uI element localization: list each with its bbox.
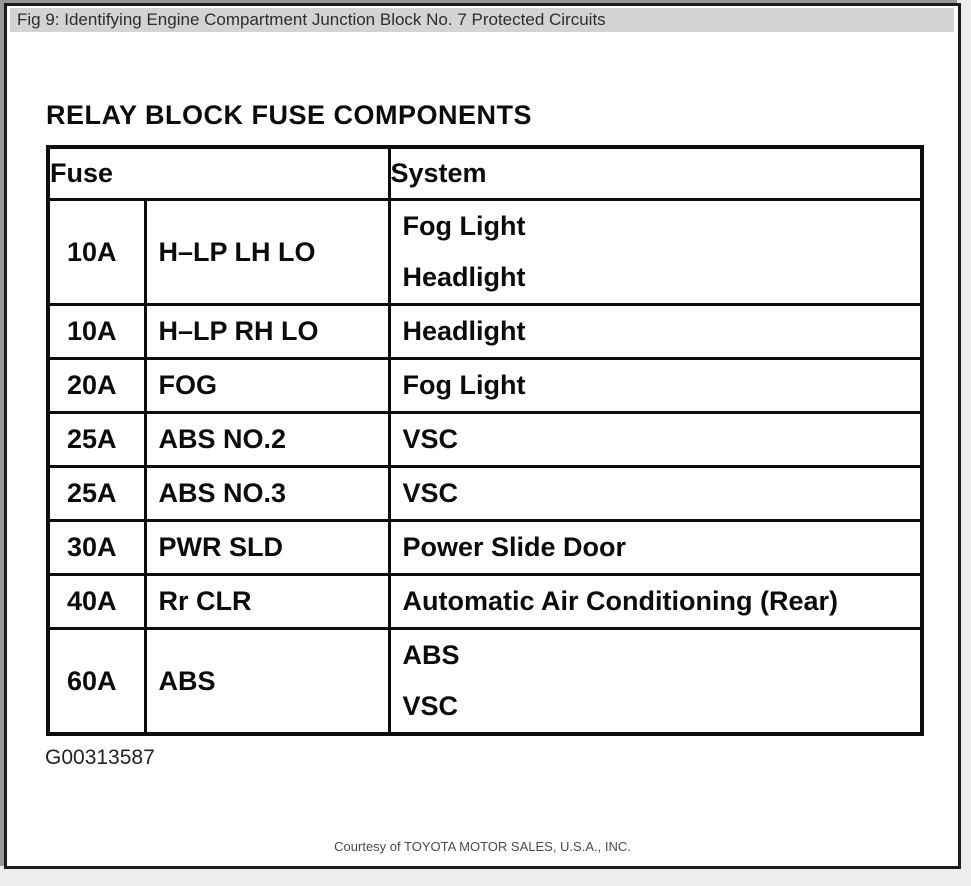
fuse-amperage-cell: 25A	[46, 465, 147, 522]
fuse-column-header: Fuse	[46, 145, 391, 201]
fuse-amperage-cell: 10A	[46, 303, 147, 360]
fuse-name-cell: PWR SLD	[143, 519, 391, 576]
fuse-name-cell: ABS	[143, 627, 391, 736]
fuse-amperage-cell: 20A	[46, 357, 147, 414]
fuse-name-cell: H–LP RH LO	[143, 303, 391, 360]
system-cell: Automatic Air Conditioning (Rear)	[387, 573, 924, 630]
figure-id: G00313587	[45, 746, 155, 769]
courtesy-line: Courtesy of TOYOTA MOTOR SALES, U.S.A., …	[334, 839, 631, 854]
system-cell: Headlight	[387, 303, 924, 360]
fuse-amperage-cell: 60A	[46, 627, 147, 736]
fuse-amperage-cell: 25A	[46, 411, 147, 468]
fuse-name-cell: H–LP LH LO	[143, 198, 391, 306]
system-cell: VSC	[387, 465, 924, 522]
system-cell: ABS VSC	[387, 627, 924, 736]
system-line: Fog Light	[402, 211, 526, 241]
figure-caption-bar: Fig 9: Identifying Engine Compartment Ju…	[10, 8, 954, 32]
system-line: Automatic Air Conditioning (Rear)	[402, 586, 838, 616]
system-line: Headlight	[402, 316, 526, 346]
system-line: Headlight	[402, 262, 526, 292]
fuse-name-cell: FOG	[143, 357, 391, 414]
system-cell: VSC	[387, 411, 924, 468]
fuse-name-cell: Rr CLR	[143, 573, 391, 630]
system-line: VSC	[402, 691, 459, 721]
figure-caption-text: Fig 9: Identifying Engine Compartment Ju…	[17, 10, 606, 29]
system-line: Fog Light	[402, 370, 526, 400]
system-column-header: System	[387, 145, 924, 201]
system-line: Power Slide Door	[402, 532, 627, 562]
system-cell: Fog Light	[387, 357, 924, 414]
system-line: VSC	[402, 478, 459, 508]
fuse-amperage-cell: 10A	[46, 198, 147, 306]
system-cell: Power Slide Door	[387, 519, 924, 576]
system-line: ABS	[402, 640, 460, 670]
fuse-name-cell: ABS NO.2	[143, 411, 391, 468]
figure-window: Fig 9: Identifying Engine Compartment Ju…	[4, 3, 961, 869]
fuse-amperage-cell: 40A	[46, 573, 147, 630]
table-header-row: Fuse System	[46, 145, 924, 201]
fuse-name-cell: ABS NO.3	[143, 465, 391, 522]
figure-title: RELAY BLOCK FUSE COMPONENTS	[46, 100, 533, 130]
system-line: VSC	[402, 424, 459, 454]
fuse-amperage-cell: 30A	[46, 519, 147, 576]
